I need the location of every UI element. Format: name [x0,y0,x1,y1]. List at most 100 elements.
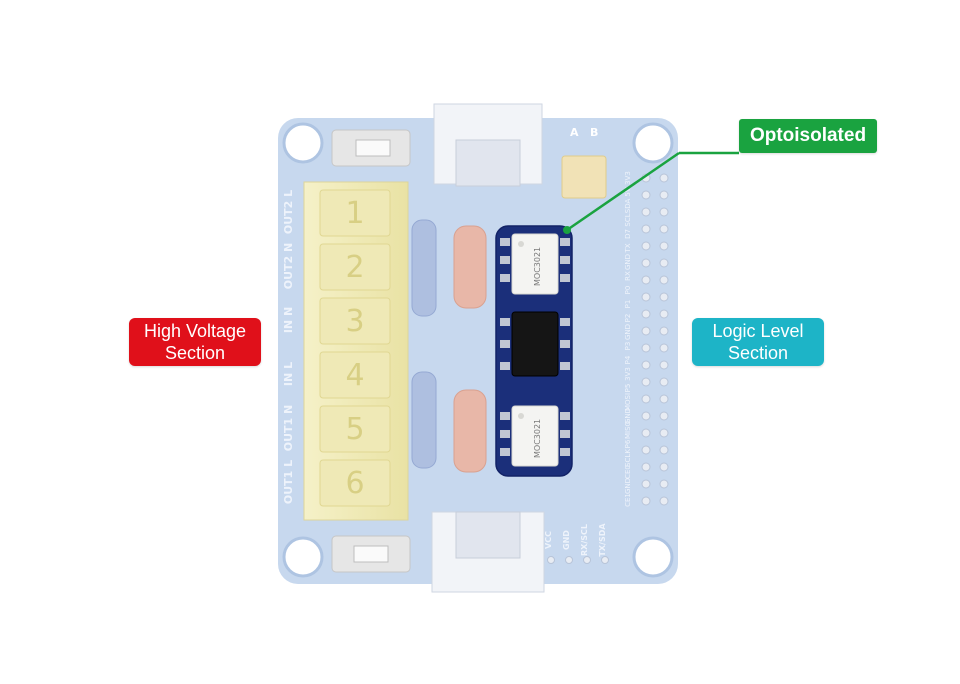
gpio-label: 3V3 [624,171,632,185]
svg-text:A: A [570,126,579,139]
gpio-pin [641,377,651,387]
gpio-label: TX [624,243,632,253]
terminal-number: 3 [345,304,364,339]
gpio-pin [659,207,669,217]
terminal-silk-label: OUT2 L [282,190,295,234]
uart-label: GND [562,530,571,550]
gpio-label: CE1 [624,493,632,507]
terminal-number: 5 [345,412,364,447]
gpio-label: 3V3 [624,367,632,381]
gpio-label: D7 [624,229,632,239]
logic-level-line1: Logic Level [712,321,804,341]
gpio-pin [659,496,669,506]
svg-text:MOC3021: MOC3021 [533,247,542,286]
passive-components [411,219,487,473]
gpio-pin [659,309,669,319]
gpio-label: SCLK [624,449,632,467]
uart-pin [601,556,609,564]
gpio-pin [641,275,651,285]
gpio-pin [641,496,651,506]
mounting-hole-icon [282,536,324,578]
gpio-label: RX [624,271,632,281]
gpio-label: GND [624,324,632,340]
high-voltage-line1: High Voltage [143,321,247,341]
gpio-pin [641,207,651,217]
gpio-label: P5 [624,384,632,393]
gpio-pin [659,360,669,370]
gpio-label: P3 [624,342,632,351]
svg-text:MOC3021: MOC3021 [533,419,542,458]
gpio-pin [641,462,651,472]
gpio-pin [641,224,651,234]
terminal-silk-label: OUT1 N [282,405,295,451]
gpio-pin [641,479,651,489]
gpio-label: SDA [624,199,632,214]
gpio-pin [659,326,669,336]
optoisolated-leader-line [563,151,739,234]
svg-text:B: B [590,126,598,139]
mounting-hole-icon [632,536,674,578]
gpio-pin [659,411,669,421]
gpio-pin [641,309,651,319]
terminal-screw [319,459,391,507]
gpio-label: P2 [624,314,632,323]
relay-heatsinks [431,103,545,593]
uart-pin [583,556,591,564]
uart-pin [547,556,555,564]
logic-level-line2: Section [727,343,789,363]
gpio-label: MISO [624,420,632,439]
gpio-header: 3V35VSDASCLD7TXGNDRXP0P1P2GNDP3P43V3P5MO… [624,171,669,507]
optocoupler-chip [511,233,559,295]
gpio-pin [641,326,651,336]
optoisolator-strip: MOC3021 MOC3021 [495,225,573,477]
gpio-pin [659,190,669,200]
gpio-pin [641,343,651,353]
terminal-screw [319,297,391,345]
uart-label: TX/SDA [598,523,607,557]
uart-pin [565,556,573,564]
terminal-silk-label: OUT1 L [282,460,295,504]
gpio-pin [659,224,669,234]
gpio-label: GND [624,254,632,270]
terminal-silk-label: IN L [282,362,295,386]
gpio-pin [659,445,669,455]
gpio-pin [641,411,651,421]
gpio-pin [641,190,651,200]
terminal-screw [319,351,391,399]
gpio-label: P4 [624,355,632,364]
terminal-number: 4 [345,358,364,393]
gpio-pin [659,394,669,404]
gpio-label: P6 [624,439,632,448]
gpio-pin [659,428,669,438]
gpio-pin [659,241,669,251]
gpio-label: 5V [624,187,632,196]
black-ic-chip [511,311,559,377]
logic-level-section-label: Logic Level Section [692,318,824,366]
gpio-pin [641,241,651,251]
mounting-hole-icon [632,122,674,164]
gpio-pin [659,275,669,285]
mounting-hole-icon [282,122,324,164]
gpio-pin [659,173,669,183]
gpio-label: GND [624,478,632,494]
gpio-pin [641,360,651,370]
terminal-silk-label: OUT2 N [282,243,295,289]
gpio-pin [641,428,651,438]
terminal-number: 6 [345,466,364,501]
uart-label: RX/SCL [580,524,589,556]
gpio-label: SCL [624,213,632,226]
high-voltage-line2: Section [164,343,226,363]
terminal-screw [319,243,391,291]
gpio-pin [641,292,651,302]
fuse-holders [331,129,411,573]
gpio-pin [659,377,669,387]
gpio-pin [641,258,651,268]
gpio-pin [659,292,669,302]
terminal-number: 1 [345,196,364,231]
high-voltage-section-label: High Voltage Section [129,318,261,366]
optoisolated-label: Optoisolated [739,119,877,153]
